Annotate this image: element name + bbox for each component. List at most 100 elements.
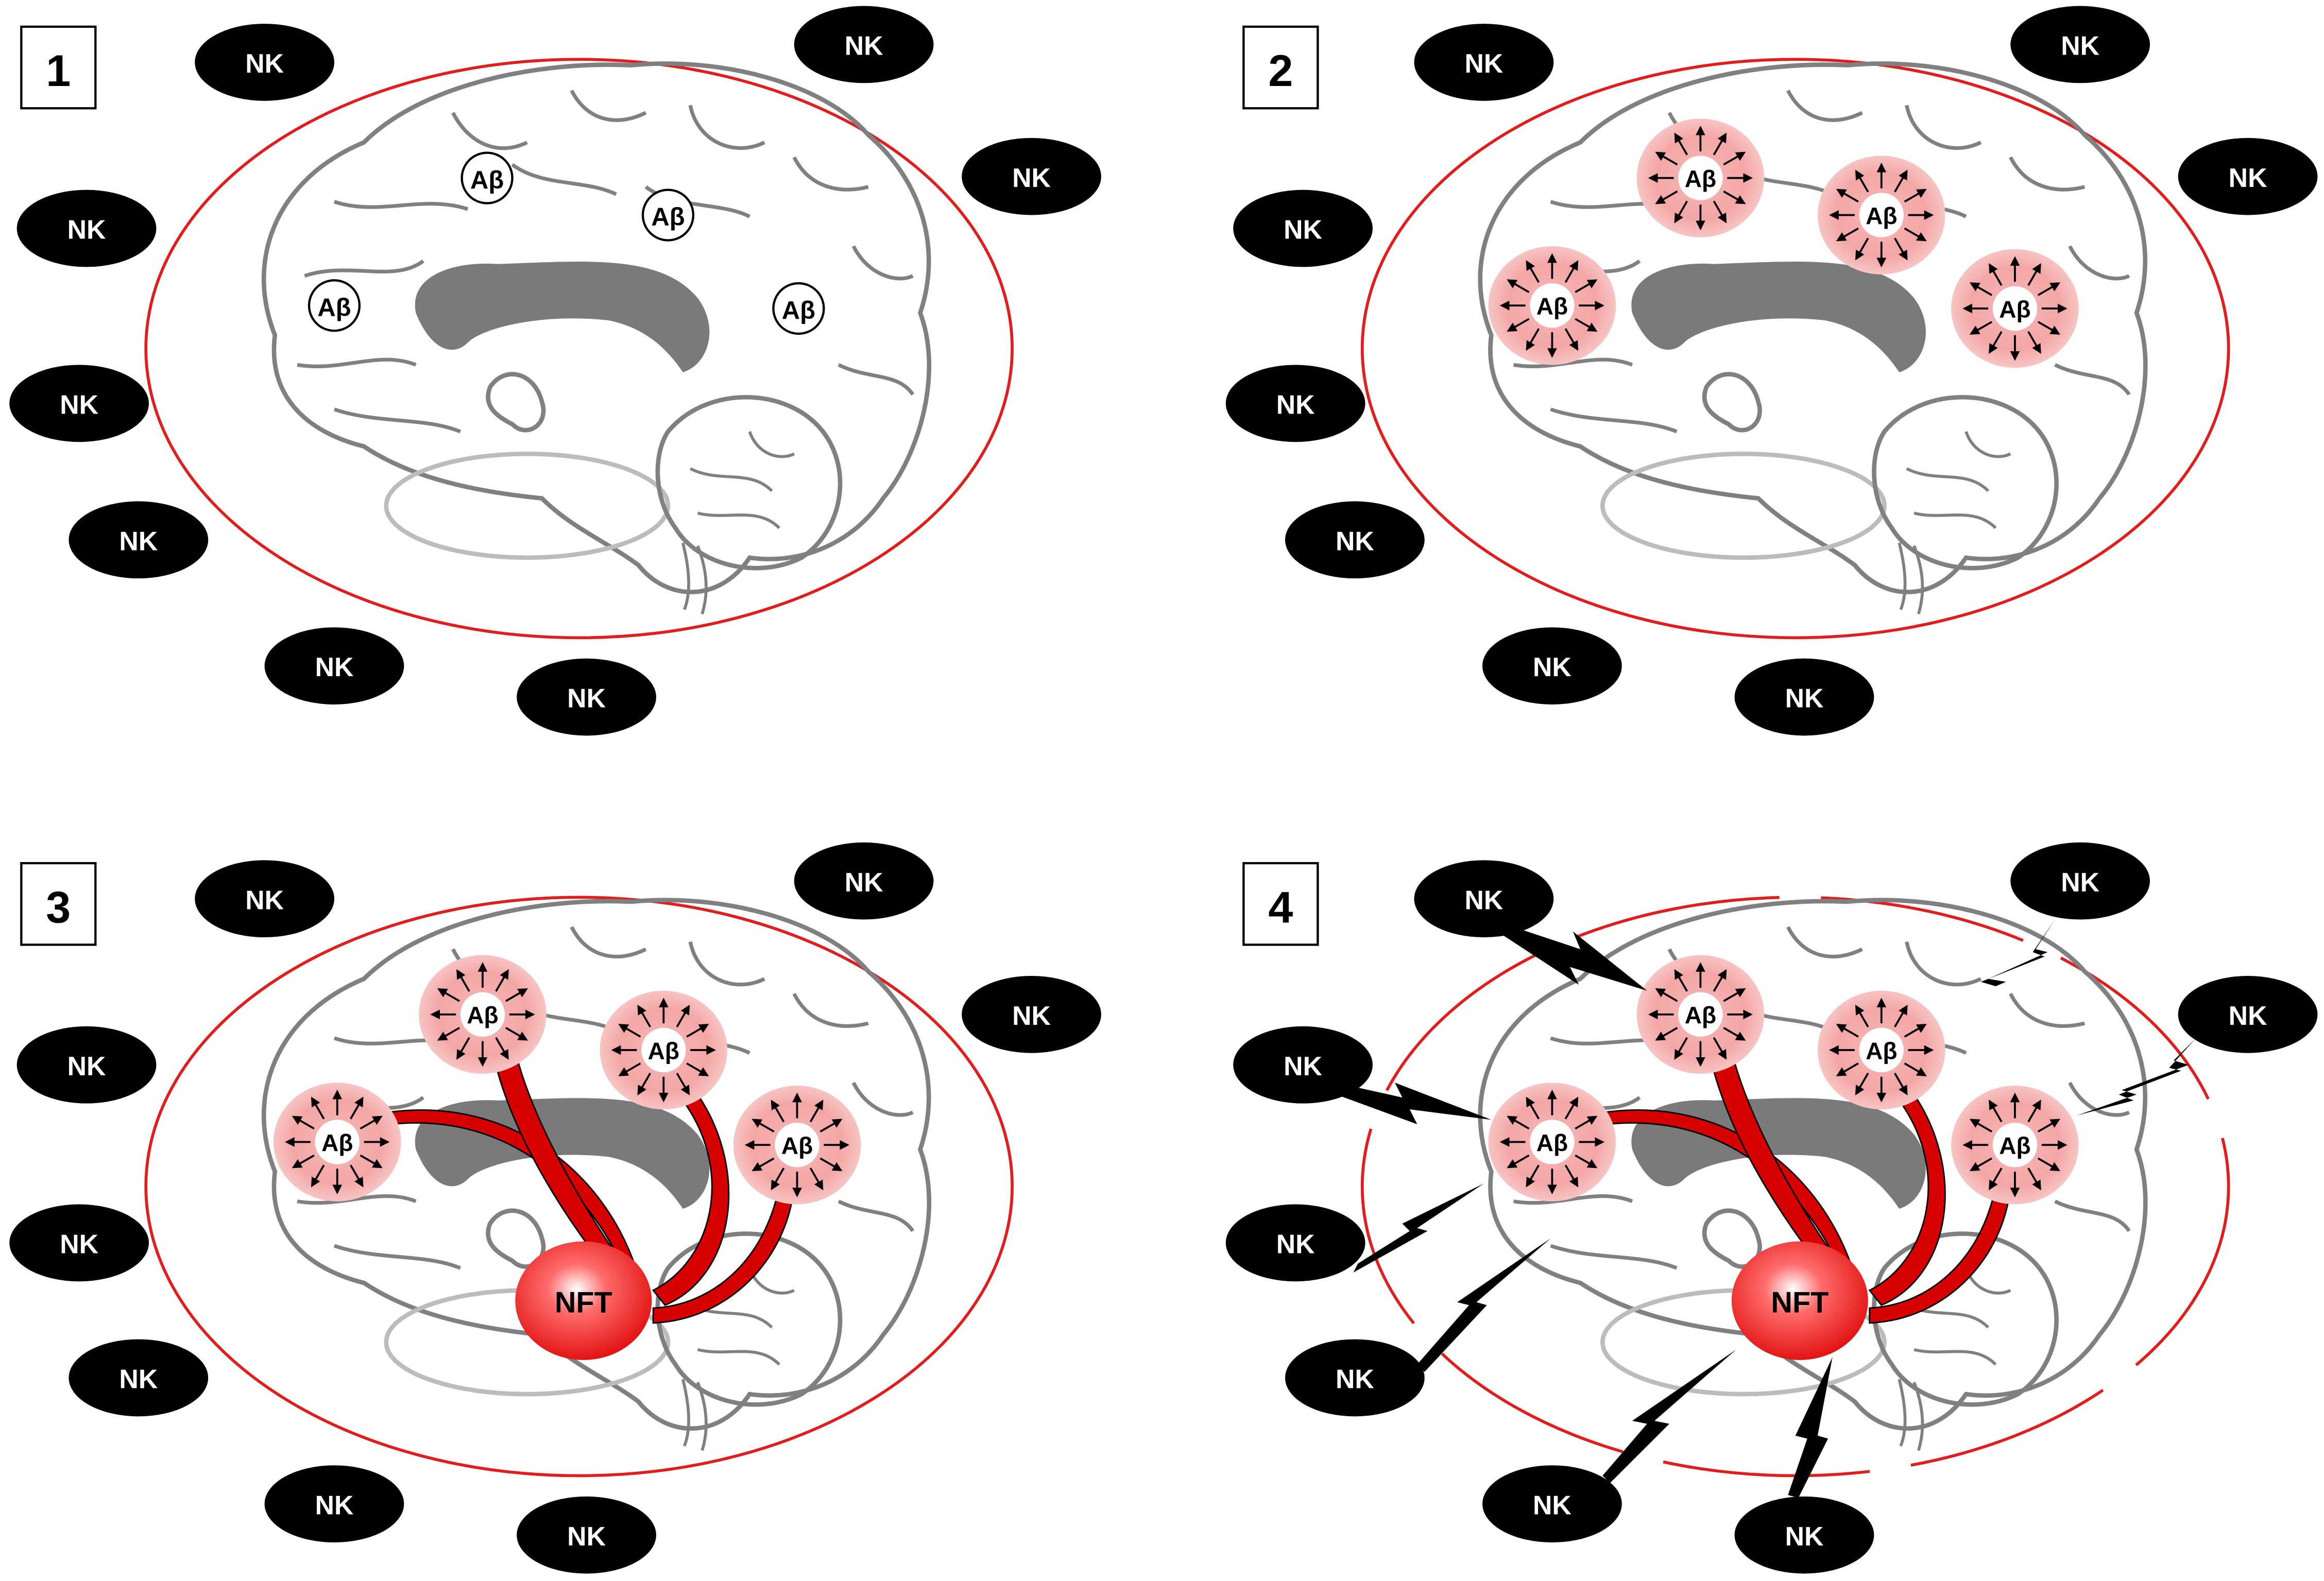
radiating-arrow xyxy=(1564,260,1579,283)
svg-text:NFT: NFT xyxy=(555,1286,612,1319)
panel-1: 1 Aβ Aβ Aβ Aβ NK NK N xyxy=(9,6,1101,736)
membrane-circle xyxy=(144,58,1014,640)
abeta-core xyxy=(775,1123,819,1167)
radiating-arrow xyxy=(1674,132,1688,156)
svg-text:NK: NK xyxy=(567,683,606,713)
radiating-arrow xyxy=(771,1167,785,1191)
panel-3: 3 Aβ Aβ Aβ Aβ NFT NK NK NK NK xyxy=(9,842,1101,1574)
radiating-arrow xyxy=(686,1062,709,1076)
nk-cell: NK xyxy=(1225,365,1365,442)
radiating-arrow xyxy=(1507,1154,1530,1168)
radiating-arrow xyxy=(637,1004,652,1028)
panel-number-box xyxy=(20,25,97,110)
radiating-arrow xyxy=(1526,328,1540,351)
radiating-arrow xyxy=(2037,1119,2060,1133)
nk-cell: NK xyxy=(195,24,335,101)
abeta-core xyxy=(315,1120,360,1164)
nk-cell: NK xyxy=(1482,627,1622,704)
radiating-arrow xyxy=(495,1037,509,1060)
radiating-arrow xyxy=(1564,1164,1579,1188)
radiating-arrow xyxy=(1904,188,1927,203)
svg-text:NK: NK xyxy=(60,389,98,419)
svg-text:NFT: NFT xyxy=(1771,1286,1829,1319)
radiating-arrow xyxy=(618,1062,641,1076)
radiating-arrow xyxy=(1655,190,1678,204)
abeta-deposit: Aβ xyxy=(772,282,825,335)
radiating-arrow xyxy=(1989,1099,2003,1123)
nk-cell: NK xyxy=(69,1339,209,1417)
radiating-arrow xyxy=(2027,263,2041,286)
nk-cell: NK xyxy=(264,1465,404,1543)
radiating-arrow xyxy=(1894,1072,1908,1096)
nk-cell: NK xyxy=(1734,658,1874,736)
radiating-arrow xyxy=(1836,188,1859,203)
panel-number-box xyxy=(20,862,97,946)
abeta-core xyxy=(460,992,505,1037)
panel-2: 2 Aβ Aβ Aβ Aβ NK NK NK NK NK NK NK NK xyxy=(1225,6,2318,736)
nk-cell: NK xyxy=(2178,975,2318,1053)
svg-text:NK: NK xyxy=(1276,389,1315,419)
svg-text:NK: NK xyxy=(245,48,284,78)
nk-cell: NK xyxy=(1414,24,1554,101)
nk-cell: NK xyxy=(16,1026,157,1104)
abeta-label: Aβ xyxy=(1685,165,1716,192)
radiating-arrow xyxy=(1969,1119,1992,1133)
radiating-arrow xyxy=(1723,151,1746,166)
abeta-core xyxy=(1992,286,2038,331)
abeta-core xyxy=(1530,283,1575,328)
radiating-arrow xyxy=(676,1072,690,1096)
radiating-arrow xyxy=(2027,1099,2041,1123)
radiating-arrow xyxy=(1713,132,1727,156)
svg-text:Aβ: Aβ xyxy=(317,294,351,321)
nk-cell: NK xyxy=(9,1204,149,1282)
radiating-arrow xyxy=(1713,969,1727,992)
abeta-label: Aβ xyxy=(1866,1037,1897,1064)
panel-number-box xyxy=(1242,25,1319,110)
nk-cell: NK xyxy=(1225,1204,1365,1282)
abeta-active-deposit: Aβ xyxy=(1488,246,1616,365)
svg-text:Aβ: Aβ xyxy=(470,166,504,194)
abeta-core xyxy=(1678,156,1723,200)
radiating-arrow xyxy=(1894,169,1908,193)
radiating-arrow xyxy=(505,1027,528,1041)
radiating-arrow xyxy=(676,1004,690,1028)
svg-text:NK: NK xyxy=(2229,163,2267,193)
radiating-arrow xyxy=(1723,190,1746,204)
abeta-core xyxy=(641,1027,686,1073)
radiating-arrow xyxy=(1989,1167,2003,1191)
lightning-bolt xyxy=(1328,919,2196,1498)
radiating-arrow xyxy=(1969,321,1992,335)
panel-number: 2 xyxy=(1268,46,1293,96)
abeta-label: Aβ xyxy=(1536,1129,1568,1156)
radiating-arrow xyxy=(1575,1115,1598,1130)
svg-text:NK: NK xyxy=(67,1051,106,1081)
radiating-arrow xyxy=(637,1072,652,1096)
radiating-arrow xyxy=(292,1154,315,1168)
radiating-arrow xyxy=(360,1115,383,1130)
nk-cell: NK xyxy=(1285,501,1425,579)
abeta-label: Aβ xyxy=(1685,1002,1716,1028)
abeta-label: Aβ xyxy=(1866,202,1897,229)
svg-text:Aβ: Aβ xyxy=(782,297,815,324)
radiating-arrow xyxy=(1836,227,1859,242)
svg-text:NK: NK xyxy=(245,885,284,915)
abeta-deposit: Aβ xyxy=(460,151,514,204)
abeta-active-deposit: Aβ xyxy=(419,955,546,1074)
radiating-arrow xyxy=(350,1096,364,1120)
svg-text:NK: NK xyxy=(1336,526,1374,556)
radiating-arrow xyxy=(1526,1096,1540,1120)
svg-text:NK: NK xyxy=(1785,683,1824,713)
radiating-arrow xyxy=(1855,1004,1869,1028)
abeta-label: Aβ xyxy=(1999,296,2030,322)
radiating-arrow xyxy=(1564,328,1579,351)
abeta-active-deposit: Aβ xyxy=(1817,156,1945,274)
nk-cell: NK xyxy=(794,6,934,83)
radiating-arrow xyxy=(1904,227,1927,242)
nk-cell: NK xyxy=(1414,860,1554,938)
radiating-arrow xyxy=(2037,1157,2060,1172)
radiating-arrow xyxy=(686,1024,709,1038)
radiating-arrow xyxy=(1855,169,1869,193)
svg-text:Aβ: Aβ xyxy=(651,203,685,231)
abeta-core xyxy=(1530,1120,1575,1164)
nk-cell: NK xyxy=(517,1496,656,1574)
